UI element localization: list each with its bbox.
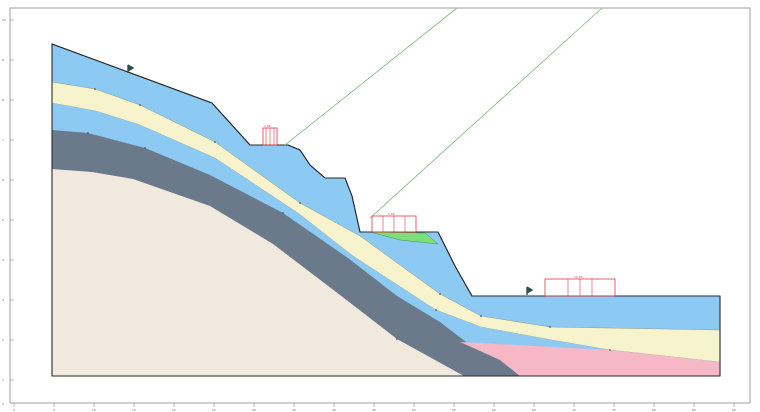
bottom-tick-label: 80 <box>652 408 656 412</box>
left-tick-label: 3 <box>2 298 4 302</box>
slope-model[interactable] <box>51 43 721 377</box>
soil-layer-bedrock[interactable] <box>52 169 464 376</box>
left-tick-label: 1 <box>2 378 4 382</box>
left-tick-label: 2 <box>2 338 4 342</box>
soil-layer-green[interactable] <box>369 231 439 245</box>
left-tick-label: 4 <box>2 258 4 262</box>
bottom-tick-label: 5 <box>53 408 55 412</box>
left-ruler-labels: 10 9 8 7 6 5 4 3 2 1 0 <box>2 18 6 406</box>
slip-line <box>284 7 458 146</box>
load-label: 1.00 <box>388 212 395 216</box>
load-label: 1.00 <box>264 124 271 128</box>
left-tick-label: 7 <box>2 138 4 142</box>
mesh-vertices <box>87 88 611 351</box>
load-2[interactable]: 1.00 <box>371 212 417 233</box>
bottom-tick-label: 30 <box>252 408 256 412</box>
bottom-ruler <box>13 403 735 407</box>
bottom-tick-label: 60 <box>492 408 496 412</box>
bottom-tick-label: 45 <box>372 408 376 412</box>
load-3[interactable]: 10.00 <box>544 275 616 297</box>
left-tick-label: 0 <box>2 402 4 406</box>
bottom-tick-label: 15 <box>132 408 136 412</box>
bottom-tick-label: 90 <box>732 408 736 412</box>
bottom-tick-label: 0 <box>13 408 15 412</box>
water-table-marker-icon[interactable] <box>526 286 534 295</box>
left-tick-label: 6 <box>2 178 4 182</box>
bottom-tick-label: 65 <box>532 408 536 412</box>
left-tick-label: 8 <box>2 98 4 102</box>
slip-surfaces <box>284 7 603 219</box>
left-ruler <box>10 19 14 381</box>
bottom-ruler-labels: 0 5 10 15 20 25 30 35 40 45 50 55 60 65 … <box>13 408 736 412</box>
model-boundary <box>51 43 721 377</box>
bottom-tick-label: 10 <box>92 408 96 412</box>
left-tick-label: 10 <box>2 18 6 22</box>
slip-line <box>369 7 603 219</box>
load-1[interactable]: 1.00 <box>262 124 278 146</box>
left-tick-label: 9 <box>2 58 4 62</box>
bottom-tick-label: 25 <box>212 408 216 412</box>
load-label: 10.00 <box>574 275 583 279</box>
bottom-tick-label: 35 <box>292 408 296 412</box>
left-tick-label: 5 <box>2 218 4 222</box>
soil-layer-pink[interactable] <box>460 342 720 376</box>
water-table-marker-icon[interactable] <box>127 64 135 73</box>
bottom-tick-label: 55 <box>452 408 456 412</box>
bottom-tick-label: 70 <box>572 408 576 412</box>
bottom-tick-label: 75 <box>612 408 616 412</box>
bottom-tick-label: 20 <box>172 408 176 412</box>
bottom-tick-label: 40 <box>332 408 336 412</box>
bottom-tick-label: 85 <box>692 408 696 412</box>
bottom-tick-label: 50 <box>412 408 416 412</box>
